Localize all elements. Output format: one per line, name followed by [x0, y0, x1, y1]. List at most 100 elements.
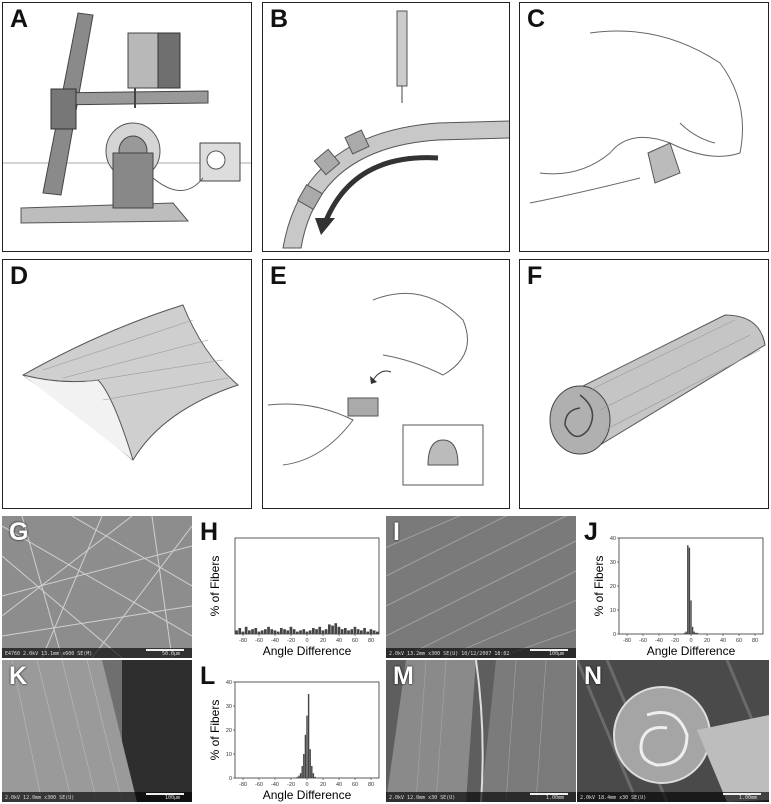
x-tick-label: 80: [752, 638, 758, 644]
histogram-bar: [302, 629, 306, 634]
panel-a-electrospinning-setup: A: [2, 2, 252, 252]
panel-e-rolling-scaffold: E: [262, 259, 510, 509]
scale-bar: [146, 793, 184, 795]
sem-info-text: E4760 2.0kV 13.1mm x600 SE(M): [5, 651, 93, 657]
histogram-bar: [695, 632, 697, 634]
histogram-bar: [369, 629, 373, 634]
x-tick-label: 0: [689, 638, 692, 644]
sem-image-fiber-bundle: 2.0kV 12.0mm x300 SE(U) 100μm K: [2, 660, 192, 802]
panel-label: G: [9, 518, 29, 546]
histogram-bar: [289, 626, 293, 634]
histogram-bar: [283, 629, 286, 634]
histogram-bar: [299, 773, 302, 778]
sem-info-bar: [386, 648, 576, 658]
x-tick-label: 20: [704, 638, 710, 644]
histogram-bar: [340, 629, 344, 634]
panel-c-removing-mat: C: [519, 2, 769, 252]
x-tick-label: 40: [336, 638, 342, 644]
x-tick-label: -40: [271, 638, 279, 644]
y-tick-label: 10: [226, 752, 232, 758]
histogram-bar: [344, 628, 347, 634]
x-tick-label: -80: [239, 782, 247, 788]
panel-label: K: [9, 662, 28, 690]
histogram-bar: [376, 631, 379, 634]
histogram-bar: [303, 754, 305, 778]
histogram-bar: [298, 775, 300, 778]
sem-image-conduit-wall: 2.0kV 12.0mm x30 SE(U) 1.00mm M: [386, 660, 576, 802]
x-tick-label: -60: [255, 638, 263, 644]
histogram-bar: [248, 630, 251, 634]
histogram-bar: [260, 630, 264, 634]
rolled-fiber-conduit-illustration: [549, 314, 766, 455]
x-tick-label: 80: [368, 638, 374, 644]
hands-peeling-mat-illustration: [529, 30, 743, 204]
fiber-bundle-texture: [2, 660, 192, 802]
sem-image-aligned-fibers: 2.0kV 13.2mm x300 SE(U) 10/12/2007 18:02…: [386, 516, 576, 658]
histogram-bar: [301, 766, 303, 778]
sem-info-text: 2.0kV 12.0mm x30 SE(U): [389, 795, 456, 801]
aligned-fiber-texture: [386, 516, 576, 658]
histogram-bar: [337, 626, 341, 634]
histogram-bar: [311, 766, 313, 778]
x-tick-label: 20: [320, 638, 326, 644]
histogram-bar: [691, 626, 694, 634]
histogram-bar: [324, 629, 328, 634]
histogram-bar: [280, 628, 283, 634]
panel-label: D: [10, 262, 29, 290]
conduit-wall-texture: [386, 660, 576, 802]
x-tick-label: -60: [255, 782, 263, 788]
histogram-bar: [286, 630, 290, 634]
sem-info-bar: [386, 792, 576, 802]
histogram-bar: [366, 631, 370, 634]
y-axis-label: % of Fibers: [208, 700, 222, 761]
histogram-bar: [244, 626, 248, 634]
histogram-bar: [306, 715, 308, 778]
panel-d-fiber-sheet: D: [2, 259, 252, 509]
conduit-cross-section-texture: [577, 660, 769, 802]
x-tick-label: 80: [368, 782, 374, 788]
x-tick-label: 40: [720, 638, 726, 644]
y-tick-label: 20: [226, 728, 232, 734]
sem-info-bar: [577, 792, 769, 802]
scale-bar-label: 1.00mm: [545, 795, 564, 801]
panel-label: A: [10, 5, 29, 33]
x-tick-label: 40: [336, 782, 342, 788]
histogram-bar: [251, 629, 254, 634]
histogram-bar: [305, 631, 309, 634]
sem-info-text: 2.0kV 18.4mm x30 SE(U): [580, 795, 647, 801]
histogram-bar: [238, 628, 242, 634]
histogram-bar: [309, 749, 311, 778]
x-tick-label: 20: [320, 782, 326, 788]
x-axis-label: Angle Difference: [263, 788, 352, 802]
sem-info-text: 2.0kV 13.2mm x300 SE(U) 10/12/2007 18:02: [389, 651, 510, 657]
histogram-bar: [308, 630, 312, 634]
x-axis-label: Angle Difference: [263, 644, 352, 658]
histogram-bar: [296, 776, 299, 778]
x-tick-label: -20: [287, 782, 295, 788]
scale-bar-label: 100μm: [548, 651, 564, 657]
panel-label: H: [200, 518, 219, 546]
y-tick-label: 30: [610, 560, 616, 566]
histogram-bar: [688, 547, 691, 634]
plot-frame: [234, 537, 380, 635]
rotating-drum-illustration: [282, 10, 509, 249]
panel-label: I: [393, 518, 400, 546]
histogram-bar: [693, 631, 695, 634]
scale-bar-label: 50.0μm: [161, 651, 180, 657]
scale-bar: [530, 793, 568, 795]
panel-label: M: [393, 662, 414, 690]
x-tick-label: 0: [305, 638, 308, 644]
histogram-bar: [331, 625, 334, 634]
x-tick-label: -20: [671, 638, 679, 644]
x-tick-label: -80: [239, 638, 247, 644]
histogram-bar: [353, 626, 357, 634]
scale-bar-label: 1.00mm: [738, 795, 757, 801]
random-fiber-texture: [2, 516, 192, 658]
histogram-bar: [270, 629, 274, 634]
histogram-bar: [257, 631, 261, 634]
panel-label: J: [584, 518, 598, 546]
x-tick-label: 0: [305, 782, 308, 788]
histogram-bar: [350, 629, 354, 634]
